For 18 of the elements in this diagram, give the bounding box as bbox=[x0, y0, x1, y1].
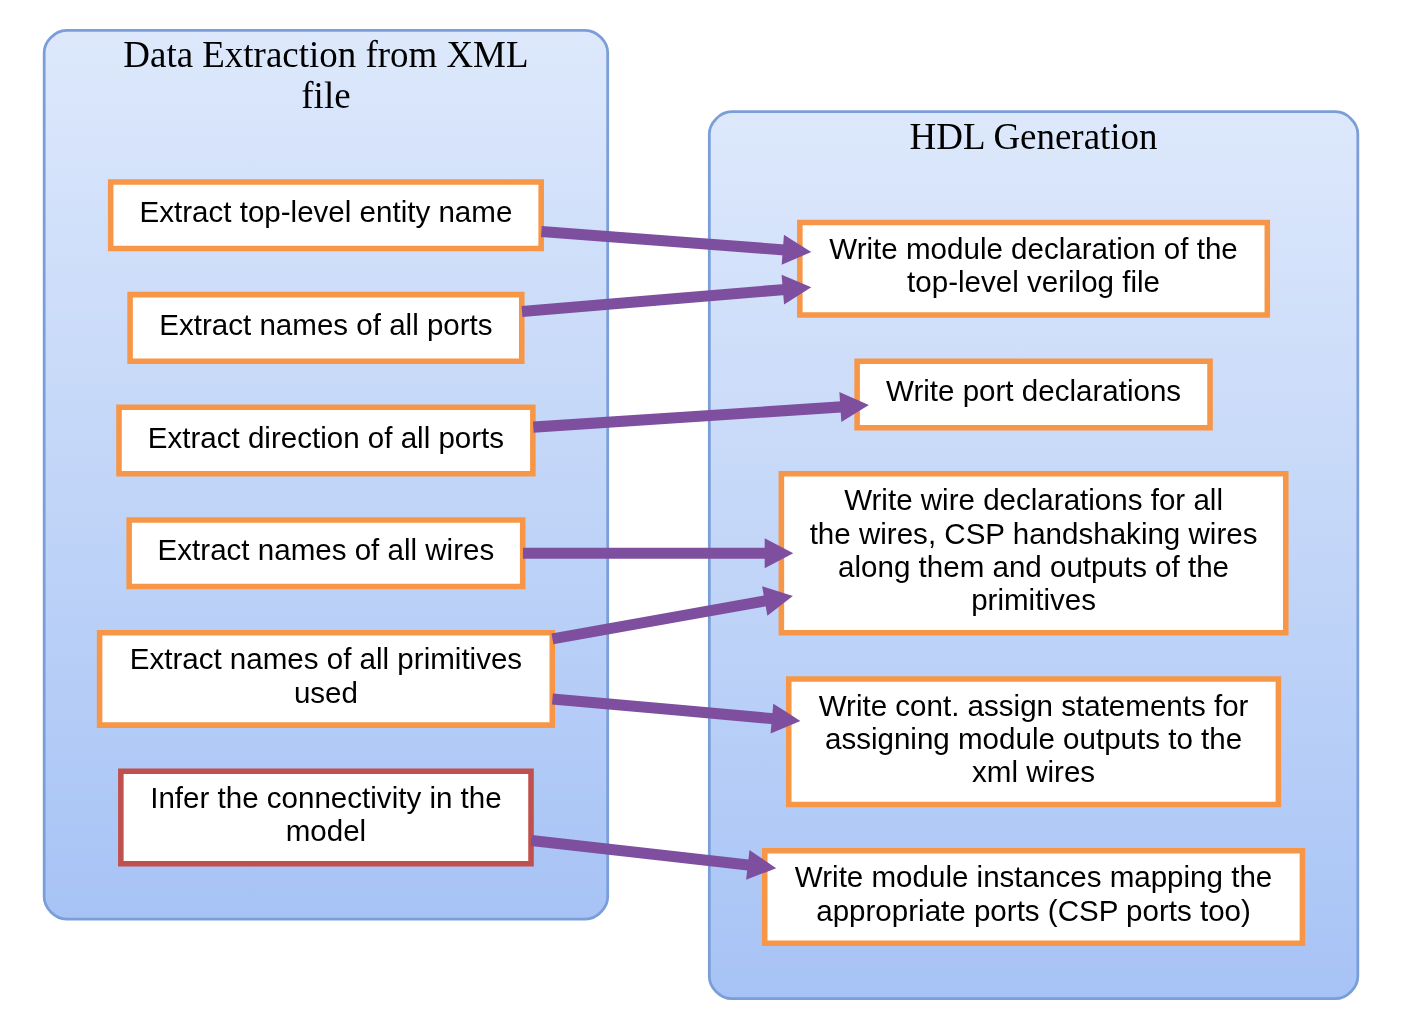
arrow bbox=[522, 538, 793, 569]
node-box: Infer the connectivity in the model bbox=[117, 768, 534, 867]
arrow bbox=[530, 835, 776, 880]
node-box: Write port declarations bbox=[853, 358, 1213, 431]
node-box: Extract direction of all ports bbox=[115, 404, 536, 477]
node-box: Write wire declarations for all the wires, CSP handshaking wires along them and outputs of the primitives bbox=[778, 471, 1289, 636]
arrow bbox=[551, 693, 800, 734]
arrow bbox=[521, 274, 811, 318]
arrow bbox=[540, 225, 811, 265]
node-box: Extract names of all primitives used bbox=[96, 630, 555, 728]
node-box: Write module declaration of the top-level verilog file bbox=[796, 219, 1270, 318]
node-box: Extract names of all wires bbox=[125, 517, 525, 590]
arrow bbox=[551, 586, 793, 645]
node-box: Extract top-level entity name bbox=[107, 179, 544, 252]
node-box: Write cont. assign statements for assigning module outputs to the xml wires bbox=[785, 676, 1281, 808]
node-box: Extract names of all ports bbox=[126, 291, 525, 364]
node-box: Write module instances mapping the appropriate ports (CSP ports too) bbox=[761, 848, 1305, 946]
arrow bbox=[532, 392, 869, 433]
